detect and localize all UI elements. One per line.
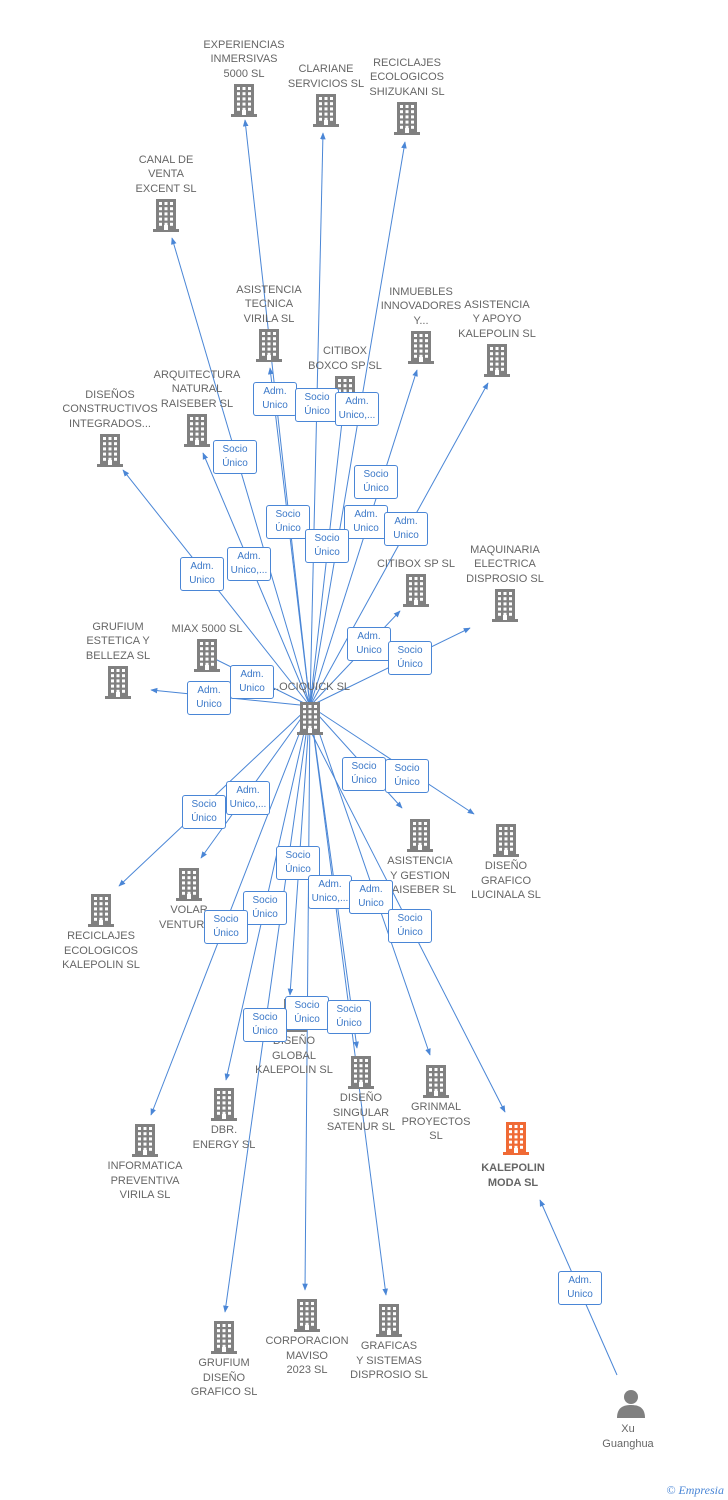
relationship-badge[interactable]: Socio Único — [295, 388, 339, 422]
company-label-volar[interactable]: VOLAR VENTURES — [159, 904, 219, 931]
relationship-badge[interactable]: Socio Único — [213, 440, 257, 474]
relationship-badge[interactable]: Adm. Unico — [384, 512, 428, 546]
relationship-badge[interactable]: Adm. Unico — [347, 627, 391, 661]
relationship-badge[interactable]: Socio Único — [342, 757, 386, 791]
company-label-diseno_singular[interactable]: DISEÑO SINGULAR SATENUR SL — [326, 1092, 396, 1133]
company-building-icon[interactable] — [230, 83, 258, 122]
company-building-icon[interactable] — [492, 823, 520, 862]
company-building-icon[interactable] — [131, 1123, 159, 1162]
relationship-badge[interactable]: Socio Único — [243, 891, 287, 925]
company-building-icon[interactable] — [104, 665, 132, 704]
relationship-badge[interactable]: Adm. Unico — [344, 505, 388, 539]
copyright-icon: © — [666, 1483, 676, 1497]
company-label-clariane[interactable]: CLARIANE SERVICIOS SL — [287, 63, 365, 90]
company-building-icon[interactable] — [375, 1303, 403, 1342]
company-label-arquitectura[interactable]: ARQUITECTURA NATURAL RAISEBER SL — [153, 368, 241, 410]
relationship-badge[interactable]: Socio Único — [354, 465, 398, 499]
company-building-icon[interactable] — [183, 413, 211, 452]
company-building-icon[interactable] — [193, 638, 221, 677]
footer: © Empresia — [666, 1483, 724, 1498]
company-building-icon[interactable] — [210, 1320, 238, 1359]
company-label-informatica[interactable]: INFORMATICA PREVENTIVA VIRILA SL — [107, 1160, 183, 1201]
company-building-icon[interactable] — [312, 93, 340, 132]
company-label-asistencia_gestion[interactable]: ASISTENCIA Y GESTION RAISEBER SL — [383, 855, 457, 896]
company-building-icon[interactable] — [87, 893, 115, 932]
company-label-experiencias[interactable]: EXPERIENCIAS INMERSIVAS 5000 SL — [203, 38, 285, 80]
company-building-icon[interactable] — [293, 1298, 321, 1337]
company-building-icon[interactable] — [393, 101, 421, 140]
company-building-icon[interactable] — [175, 867, 203, 906]
company-label-citibox_sp[interactable]: CITIBOX SP SL — [376, 557, 456, 570]
relationship-badge[interactable]: Adm. Unico,... — [226, 781, 270, 815]
company-label-graficas[interactable]: GRAFICAS Y SISTEMAS DISPROSIO SL — [350, 1340, 428, 1381]
company-building-icon[interactable] — [255, 328, 283, 367]
person-icon[interactable] — [616, 1388, 646, 1423]
company-building-icon[interactable] — [483, 343, 511, 382]
relationship-badge[interactable]: Socio Único — [204, 910, 248, 944]
company-label-grufium_estetica[interactable]: GRUFIUM ESTETICA Y BELLEZA SL — [85, 620, 151, 662]
relationship-badge[interactable]: Adm. Unico — [187, 681, 231, 715]
relationship-badge[interactable]: Adm. Unico,... — [227, 547, 271, 581]
relationship-badge[interactable]: Socio Único — [285, 996, 329, 1030]
relationship-badge[interactable]: Adm. Unico — [558, 1271, 602, 1305]
company-label-corporacion[interactable]: CORPORACION MAVISO 2023 SL — [265, 1335, 349, 1376]
relationship-badge[interactable]: Socio Único — [388, 641, 432, 675]
relationship-badge[interactable]: Socio Único — [385, 759, 429, 793]
person-label[interactable]: Xu Guanghua — [602, 1423, 654, 1450]
center-company-building-icon[interactable] — [296, 701, 324, 740]
relationship-badge[interactable]: Adm. Unico — [230, 665, 274, 699]
company-building-icon[interactable] — [422, 1064, 450, 1103]
company-label-reciclajes_kalepolin[interactable]: RECICLAJES ECOLOGICOS KALEPOLIN SL — [62, 930, 140, 971]
relationship-badge[interactable]: Adm. Unico,... — [308, 875, 352, 909]
company-label-diseno_lucinala[interactable]: DISEÑO GRAFICO LUCINALA SL — [471, 860, 541, 901]
company-building-icon[interactable] — [152, 198, 180, 237]
relationship-badge[interactable]: Socio Único — [276, 846, 320, 880]
company-label-inmuebles[interactable]: INMUEBLES INNOVADORES Y... — [380, 285, 462, 327]
relationship-badge[interactable]: Socio Único — [327, 1000, 371, 1034]
relationship-badge[interactable]: Adm. Unico,... — [335, 392, 379, 426]
company-building-icon[interactable] — [347, 1055, 375, 1094]
company-label-citibox_boxco[interactable]: CITIBOX BOXCO SP SL — [308, 345, 382, 372]
company-label-grufium_diseno[interactable]: GRUFIUM DISEÑO GRAFICO SL — [190, 1357, 258, 1398]
company-building-icon[interactable] — [402, 573, 430, 612]
relationship-badge[interactable]: Adm. Unico — [180, 557, 224, 591]
company-label-diseno_global[interactable]: DISEÑO GLOBAL KALEPOLIN SL — [255, 1035, 333, 1076]
company-building-icon[interactable] — [407, 330, 435, 369]
company-label-maquinaria[interactable]: MAQUINARIA ELECTRICA DISPROSIO SL — [466, 543, 544, 585]
center-company-label[interactable]: ...OCIQUICK SL — [269, 681, 351, 693]
company-label-reciclajes_shizukani[interactable]: RECICLAJES ECOLOGICOS SHIZUKANI SL — [369, 56, 445, 98]
target-company-building-icon[interactable] — [502, 1121, 530, 1160]
company-label-asistencia_tecnica[interactable]: ASISTENCIA TECNICA VIRILA SL — [236, 283, 302, 325]
company-building-icon[interactable] — [96, 433, 124, 472]
relationship-badge[interactable]: Adm. Unico — [253, 382, 297, 416]
company-label-disenos_constructivos[interactable]: DISEÑOS CONSTRUCTIVOS INTEGRADOS... — [62, 388, 158, 430]
company-label-dbr[interactable]: DBR. ENERGY SL — [192, 1124, 256, 1151]
company-label-grinmal[interactable]: GRINMAL PROYECTOS SL — [401, 1101, 471, 1142]
company-building-icon[interactable] — [210, 1087, 238, 1126]
relationship-badge[interactable]: Socio Único — [266, 505, 310, 539]
company-label-miax[interactable]: MIAX 5000 SL — [171, 622, 243, 635]
company-label-canal[interactable]: CANAL DE VENTA EXCENT SL — [135, 153, 197, 195]
brand-logo[interactable]: Empresia — [678, 1483, 724, 1497]
company-building-icon[interactable] — [406, 818, 434, 857]
relationship-badge[interactable]: Adm. Unico — [349, 880, 393, 914]
company-label-asistencia_apoyo[interactable]: ASISTENCIA Y APOYO KALEPOLIN SL — [458, 298, 536, 340]
company-building-icon[interactable] — [491, 588, 519, 627]
relationship-badge[interactable]: Socio Único — [388, 909, 432, 943]
relationship-badge[interactable]: Socio Único — [182, 795, 226, 829]
relationship-badge[interactable]: Socio Único — [305, 529, 349, 563]
relationship-badge[interactable]: Socio Único — [243, 1008, 287, 1042]
target-company-label[interactable]: KALEPOLIN MODA SL — [481, 1162, 545, 1189]
